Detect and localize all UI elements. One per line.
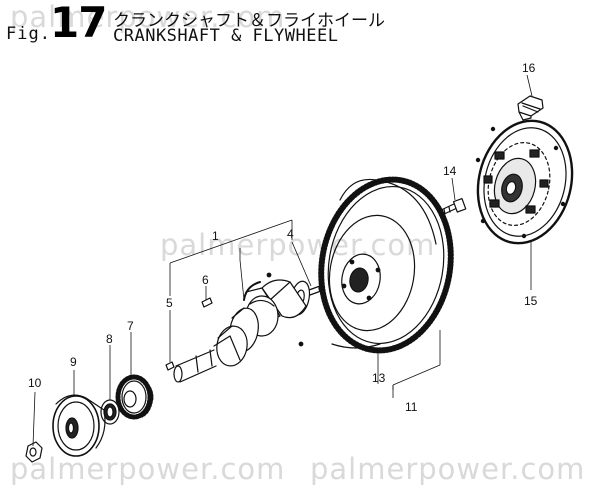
callout-10: 10 bbox=[28, 376, 42, 390]
title-english: CRANKSHAFT & FLYWHEEL bbox=[113, 26, 339, 46]
oil-seal-drawing bbox=[100, 399, 120, 425]
crank-gear-drawing bbox=[115, 374, 154, 420]
callout-4: 4 bbox=[287, 227, 294, 241]
flywheel-drawing bbox=[318, 176, 454, 354]
callout-5: 5 bbox=[166, 296, 173, 310]
callout-16: 16 bbox=[522, 61, 536, 75]
title-japanese: クランクシャフト＆フライホイール bbox=[113, 11, 385, 31]
callout-13: 13 bbox=[372, 371, 386, 385]
fig-prefix: Fig. bbox=[6, 24, 51, 44]
callout-1: 1 bbox=[212, 229, 219, 243]
callout-8: 8 bbox=[106, 332, 113, 346]
oil-hole-mark bbox=[266, 272, 272, 278]
pulley-drawing bbox=[52, 394, 106, 457]
dowel-pin-4-drawing bbox=[308, 285, 323, 296]
fig-number: 17 bbox=[50, 0, 107, 47]
leader-lines bbox=[32, 74, 533, 447]
nut-drawing bbox=[25, 441, 43, 463]
watermark-bottom-right: palmerpower.com bbox=[310, 452, 586, 486]
oil-hole-mark-2 bbox=[298, 341, 304, 347]
callout-14: 14 bbox=[443, 164, 457, 178]
watermark-middle: palmerpower.com bbox=[160, 228, 436, 262]
crankshaft-drawing bbox=[173, 279, 311, 383]
clutch-disc-drawing bbox=[475, 119, 574, 245]
key-5-drawing bbox=[165, 361, 175, 371]
watermark-top: palmerpower.com bbox=[10, 0, 286, 34]
key-6-drawing bbox=[201, 297, 213, 308]
callout-6: 6 bbox=[202, 273, 209, 287]
watermark-bottom-left: palmerpower.com bbox=[10, 452, 286, 486]
bolt-16-drawing bbox=[517, 95, 544, 121]
callout-7: 7 bbox=[127, 319, 134, 333]
callout-15: 15 bbox=[524, 294, 538, 308]
callout-9: 9 bbox=[70, 355, 77, 369]
callout-11: 11 bbox=[405, 400, 418, 414]
callout-labels: 1 4 5 6 7 8 9 10 11 13 14 15 16 bbox=[28, 61, 538, 414]
